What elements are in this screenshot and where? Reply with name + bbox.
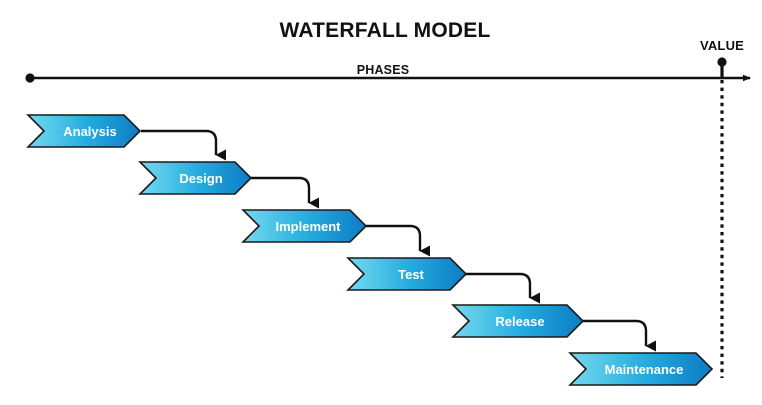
value-axis-label: VALUE bbox=[700, 38, 744, 53]
phase-chevron-maintenance[interactable]: Maintenance bbox=[568, 352, 714, 386]
connector-analysis-design bbox=[141, 129, 226, 161]
phase-label-implement: Implement bbox=[275, 219, 341, 234]
phase-chevron-implement[interactable]: Implement bbox=[241, 209, 368, 243]
phase-chevron-design[interactable]: Design bbox=[138, 161, 253, 195]
phase-chevron-analysis[interactable]: Analysis bbox=[26, 114, 142, 148]
phases-axis-label: PHASES bbox=[357, 63, 410, 77]
phase-label-test: Test bbox=[398, 267, 424, 282]
phase-chevron-release[interactable]: Release bbox=[451, 304, 585, 338]
phase-label-maintenance: Maintenance bbox=[605, 362, 684, 377]
chevron-shape-release bbox=[451, 304, 585, 338]
connector-release-maintenance bbox=[583, 319, 656, 352]
phase-label-design: Design bbox=[179, 171, 222, 186]
chevron-shape-maintenance bbox=[568, 352, 714, 386]
phase-chevron-test[interactable]: Test bbox=[346, 257, 468, 291]
connector-design-implement bbox=[251, 176, 319, 209]
phase-label-release: Release bbox=[495, 314, 544, 329]
phase-label-analysis: Analysis bbox=[63, 124, 116, 139]
chevron-shape-test bbox=[346, 257, 468, 291]
chevron-shape-implement bbox=[241, 209, 368, 243]
chevron-shape-design bbox=[138, 161, 253, 195]
connector-implement-test bbox=[366, 224, 430, 257]
connector-test-release bbox=[466, 272, 540, 304]
page-title: WATERFALL MODEL bbox=[279, 19, 490, 42]
chevron-shape-analysis bbox=[26, 114, 142, 148]
